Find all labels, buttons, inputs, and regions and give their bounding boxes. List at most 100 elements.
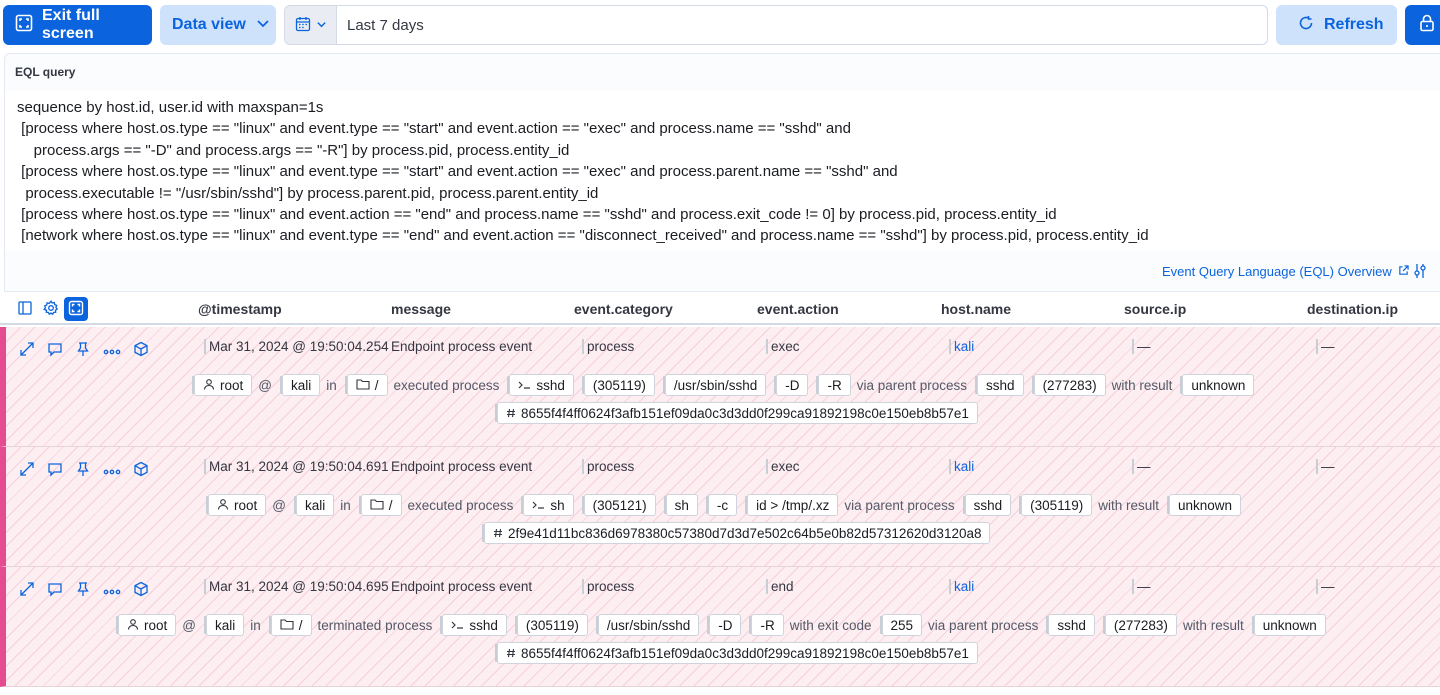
process-name-chip[interactable]: sh	[523, 494, 574, 516]
result-chip[interactable]: unknown	[1253, 614, 1326, 636]
process-pid-chip[interactable]: (305119)	[583, 374, 655, 396]
process-arg-chip[interactable]: -R	[751, 614, 784, 636]
process-pid-chip[interactable]: (305121)	[583, 494, 656, 516]
column-header-source-ip[interactable]: source.ip	[1124, 301, 1187, 317]
table-row[interactable]: Mar 31, 2024 @ 19:50:04.254 Endpoint pro…	[0, 327, 1440, 447]
cell-host-name[interactable]: kali	[949, 579, 974, 594]
process-arg-chip[interactable]: -R	[818, 374, 851, 396]
parent-process-chip[interactable]: sshd	[964, 494, 1012, 516]
cell-event-action[interactable]: end	[766, 579, 794, 594]
cell-host-name[interactable]: kali	[949, 459, 974, 474]
eql-overview-link[interactable]: Event Query Language (EQL) Overview	[1162, 264, 1409, 279]
process-pid-chip[interactable]: (305119)	[516, 614, 588, 636]
cell-message[interactable]: Endpoint process event	[391, 459, 533, 474]
process-hash-chip[interactable]: 8655f4f4ff0624f3afb151ef09da0c3d3dd0f299…	[497, 642, 978, 664]
lock-icon	[1419, 14, 1435, 37]
cell-event-action[interactable]: exec	[766, 459, 800, 474]
process-arg-chip[interactable]: /usr/sbin/sshd	[664, 374, 767, 396]
process-arg-chip[interactable]: /usr/sbin/sshd	[597, 614, 700, 636]
cell-event-action[interactable]: exec	[766, 339, 800, 354]
add-note-button[interactable]	[45, 580, 65, 600]
date-quick-menu-button[interactable]	[285, 6, 337, 44]
user-name: root	[234, 497, 258, 513]
date-picker[interactable]: Last 7 days	[284, 5, 1268, 45]
analyze-event-button[interactable]	[131, 580, 151, 600]
process-name-chip[interactable]: sshd	[442, 614, 507, 636]
process-arg-chip[interactable]: sh	[665, 494, 698, 516]
result-chip[interactable]: unknown	[1169, 494, 1242, 516]
cell-destination-ip: —	[1316, 579, 1335, 594]
pin-event-button[interactable]	[73, 340, 93, 360]
cell-event-category[interactable]: process	[582, 339, 634, 354]
data-view-button[interactable]: Data view	[160, 5, 276, 45]
column-header-event-category[interactable]: event.category	[574, 301, 673, 317]
working-directory-chip[interactable]: /	[346, 374, 388, 396]
cell-message[interactable]: Endpoint process event	[391, 579, 533, 594]
process-summary: root @ kali in / executed process sh (30…	[204, 494, 1242, 516]
parent-process-chip[interactable]: sshd	[1048, 614, 1095, 636]
parent-pid-chip[interactable]: (277283)	[1104, 614, 1177, 636]
cell-event-category[interactable]: process	[582, 579, 634, 594]
host-chip[interactable]: kali	[281, 374, 321, 396]
pin-event-button[interactable]	[73, 580, 93, 600]
more-actions-button[interactable]	[102, 460, 122, 480]
analyze-event-button[interactable]	[131, 460, 151, 480]
add-note-button[interactable]	[45, 460, 65, 480]
host-chip[interactable]: kali	[295, 494, 335, 516]
expand-event-button[interactable]	[17, 340, 37, 360]
table-fullscreen-button[interactable]	[64, 297, 88, 321]
working-directory-chip[interactable]: /	[360, 494, 402, 516]
table-row[interactable]: Mar 31, 2024 @ 19:50:04.695 Endpoint pro…	[0, 567, 1440, 687]
process-name-chip[interactable]: sshd	[509, 374, 574, 396]
cell-timestamp[interactable]: Mar 31, 2024 @ 19:50:04.691	[204, 459, 389, 474]
terminal-icon	[532, 498, 545, 513]
user-chip[interactable]: root	[118, 614, 177, 636]
date-range-value[interactable]: Last 7 days	[347, 16, 424, 34]
process-arg-chip[interactable]: -D	[709, 614, 742, 636]
column-header-destination-ip[interactable]: destination.ip	[1307, 301, 1398, 317]
host-chip[interactable]: kali	[205, 614, 245, 636]
user-chip[interactable]: root	[194, 374, 253, 396]
cell-timestamp[interactable]: Mar 31, 2024 @ 19:50:04.254	[204, 339, 389, 354]
table-settings-button[interactable]	[39, 297, 63, 321]
eql-options-button[interactable]	[1412, 263, 1428, 282]
column-header-host-name[interactable]: host.name	[941, 301, 1012, 317]
process-arg-chip[interactable]: id > /tmp/.xz	[747, 494, 839, 516]
process-arg-chip[interactable]: -D	[776, 374, 809, 396]
eql-query-editor[interactable]: sequence by host.id, user.id with maxspa…	[5, 90, 1440, 250]
expand-event-button[interactable]	[17, 580, 37, 600]
parent-pid-chip[interactable]: (305119)	[1021, 494, 1093, 516]
pin-event-button[interactable]	[73, 460, 93, 480]
column-header-message[interactable]: message	[391, 301, 451, 317]
result-chip[interactable]: unknown	[1182, 374, 1255, 396]
via-parent-text: via parent process	[928, 617, 1039, 633]
folder-icon	[370, 498, 384, 513]
column-header-event-action[interactable]: event.action	[757, 301, 839, 317]
more-actions-button[interactable]	[102, 340, 122, 360]
user-chip[interactable]: root	[208, 494, 267, 516]
cell-event-category[interactable]: process	[582, 459, 634, 474]
more-actions-button[interactable]	[102, 580, 122, 600]
analyze-event-button[interactable]	[131, 340, 151, 360]
refresh-label: Refresh	[1324, 16, 1384, 33]
exit-fullscreen-button[interactable]: Exit full screen	[3, 5, 152, 45]
add-note-button[interactable]	[45, 340, 65, 360]
column-header-timestamp[interactable]: @timestamp	[198, 301, 282, 317]
exit-code-chip[interactable]: 255	[881, 614, 923, 636]
column-view-button[interactable]	[13, 297, 37, 321]
cell-timestamp[interactable]: Mar 31, 2024 @ 19:50:04.695	[204, 579, 389, 594]
user-icon	[203, 378, 215, 393]
process-hash-chip[interactable]: 2f9e41d11bc836d6978380c57380d7d3d7e502c6…	[484, 522, 991, 544]
table-row[interactable]: Mar 31, 2024 @ 19:50:04.691 Endpoint pro…	[0, 447, 1440, 567]
working-directory-chip[interactable]: /	[270, 614, 312, 636]
expand-event-button[interactable]	[17, 460, 37, 480]
cell-message[interactable]: Endpoint process event	[391, 339, 533, 354]
parent-pid-chip[interactable]: (277283)	[1033, 374, 1106, 396]
refresh-button[interactable]: Refresh	[1276, 5, 1397, 45]
process-hash-chip[interactable]: 8655f4f4ff0624f3afb151ef09da0c3d3dd0f299…	[497, 402, 978, 424]
process-arg-chip[interactable]: -c	[707, 494, 738, 516]
parent-process-chip[interactable]: sshd	[977, 374, 1024, 396]
lock-button[interactable]	[1405, 5, 1440, 45]
columns-icon	[18, 300, 32, 318]
cell-host-name[interactable]: kali	[949, 339, 974, 354]
